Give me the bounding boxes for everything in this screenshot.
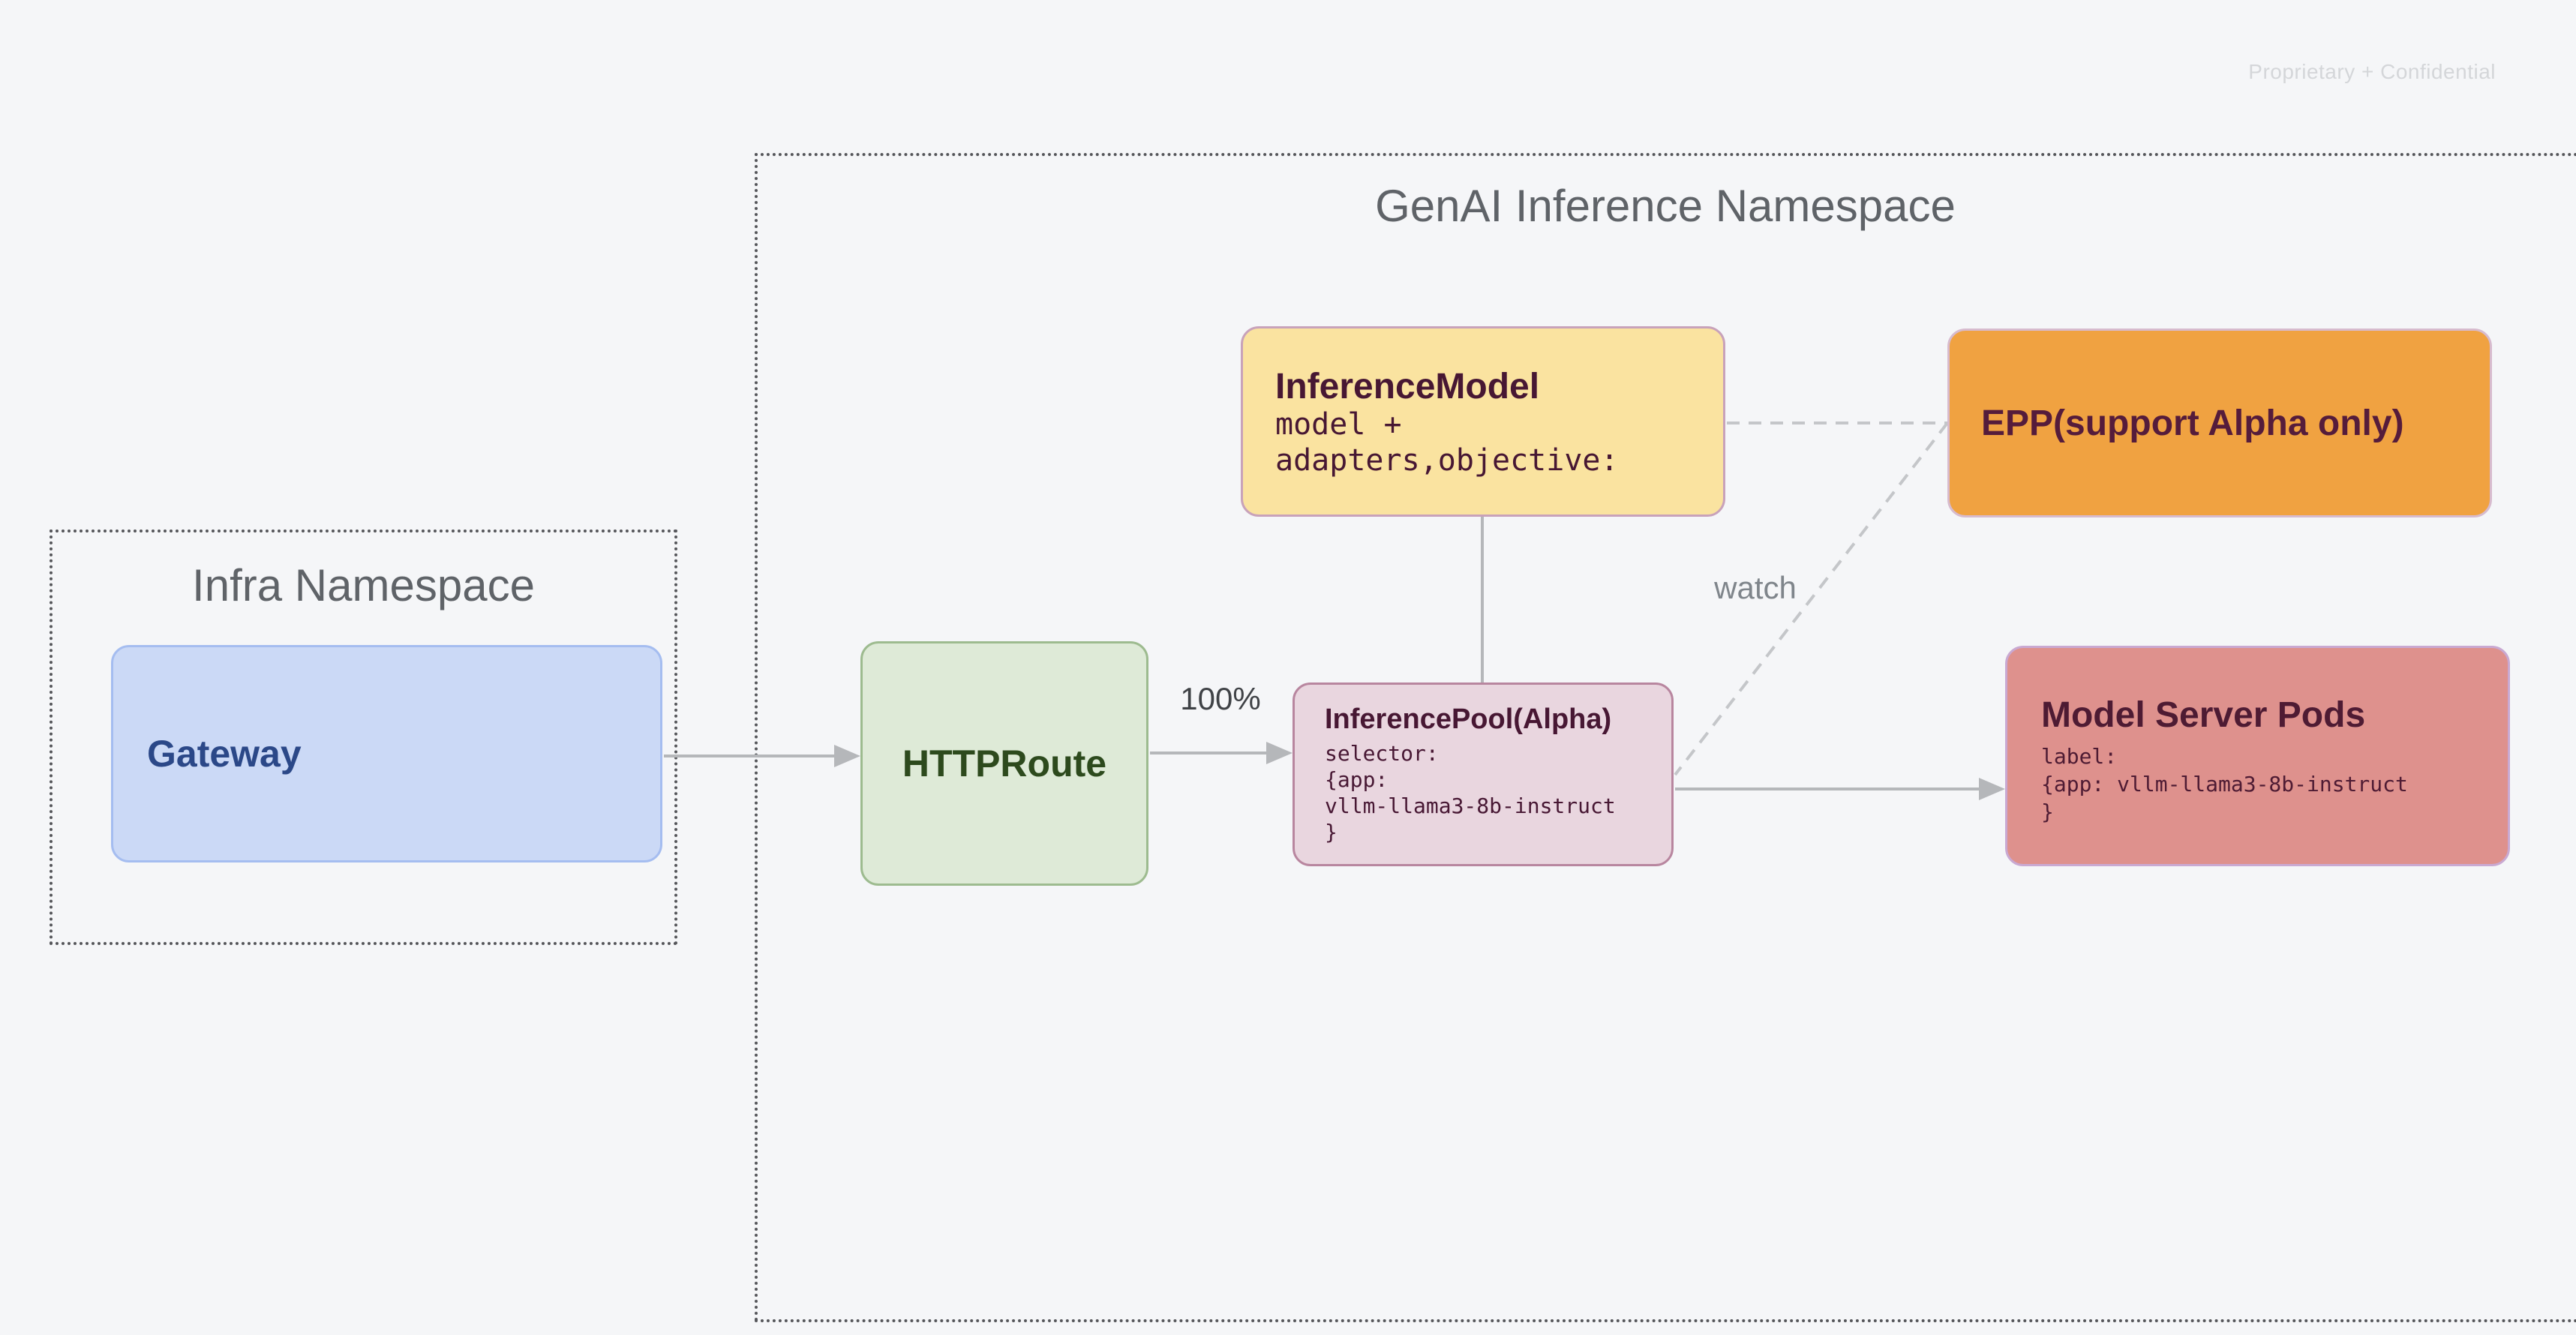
model-server-pods-node: Model Server Pods label: {app: vllm-llam…	[2005, 646, 2510, 866]
epp-title: EPP(support Alpha only)	[1981, 403, 2404, 443]
gateway-node: Gateway	[111, 645, 662, 862]
model-server-spec-line: label:	[2041, 744, 2118, 769]
infra-namespace-box	[50, 530, 677, 945]
inference-pool-spec-line: selector:	[1325, 741, 1439, 766]
watch-label: watch	[1714, 570, 1797, 605]
confidential-watermark: Proprietary + Confidential	[2248, 60, 2496, 83]
gateway-title: Gateway	[147, 733, 302, 775]
google-wordmark: Google	[2387, 1327, 2562, 1335]
inference-model-spec-line: model +	[1275, 407, 1402, 442]
httproute-title: HTTPRoute	[902, 742, 1107, 784]
traffic-percent-label: 100%	[1180, 681, 1261, 716]
inference-model-node: InferenceModel model + adapters,objectiv…	[1241, 326, 1725, 517]
inference-pool-spec-line: vllm-llama3-8b-instruct	[1325, 794, 1616, 818]
inference-pool-title: InferencePool(Alpha)	[1325, 704, 1612, 735]
epp-node: EPP(support Alpha only)	[1947, 328, 2492, 518]
model-server-pods-title: Model Server Pods	[2041, 695, 2366, 735]
infra-namespace-title: Infra Namespace	[192, 560, 535, 610]
model-server-spec-line: }	[2041, 800, 2054, 824]
inference-model-title: InferenceModel	[1275, 367, 1540, 406]
model-server-spec-line: {app: vllm-llama3-8b-instruct	[2041, 772, 2408, 796]
genai-namespace-box	[755, 153, 2576, 1322]
inference-pool-spec-line: {app:	[1325, 767, 1389, 792]
inference-model-spec-line: adapters,objective:	[1275, 443, 1619, 478]
httproute-node: HTTPRoute	[860, 641, 1148, 886]
inference-pool-spec-line: }	[1325, 820, 1338, 844]
genai-namespace-title: GenAI Inference Namespace	[1375, 181, 1956, 231]
inference-pool-node: InferencePool(Alpha) selector: {app: vll…	[1293, 682, 1674, 866]
